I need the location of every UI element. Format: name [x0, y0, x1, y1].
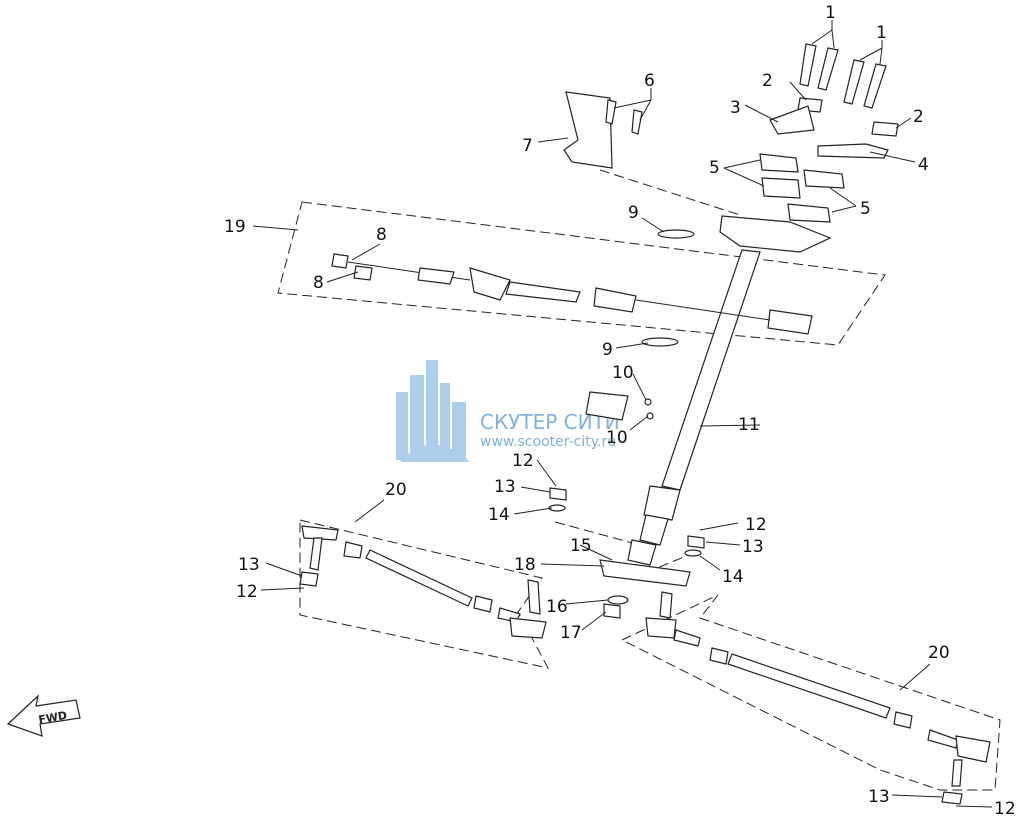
fwd-label: FWD — [37, 709, 68, 727]
spacer-2b — [871, 121, 899, 137]
tie-rod-right — [645, 591, 991, 805]
leader-lines — [252, 20, 993, 808]
label-4: 4 — [918, 155, 929, 175]
label-14: 14 — [722, 567, 744, 587]
label-2: 2 — [913, 107, 924, 127]
assembly-19-parts — [331, 253, 813, 335]
label-14: 14 — [488, 505, 510, 525]
label-9: 9 — [602, 340, 613, 360]
label-6: 6 — [644, 71, 655, 91]
label-13: 13 — [742, 537, 764, 557]
label-13: 13 — [868, 787, 890, 807]
label-5: 5 — [709, 158, 720, 178]
bolt-10a — [644, 398, 652, 406]
label-12: 12 — [236, 582, 258, 602]
handlebar-clamps — [759, 153, 845, 223]
label-10: 10 — [606, 428, 628, 448]
label-13: 13 — [494, 477, 516, 497]
label-1: 1 — [825, 3, 836, 23]
group-box-20-left — [299, 519, 549, 669]
washer-16 — [607, 595, 629, 605]
part-10-block — [585, 391, 629, 421]
watermark-logo: СКУТЕР СИТИ www.scooter-city.ru — [396, 360, 620, 462]
dash-fastener-14 — [554, 521, 641, 546]
label-7: 7 — [522, 136, 533, 156]
steering-column — [627, 249, 761, 566]
label-18: 18 — [514, 555, 536, 575]
label-17: 17 — [560, 623, 582, 643]
washer-9a — [657, 229, 695, 239]
label-16: 16 — [546, 597, 568, 617]
label-8: 8 — [313, 273, 324, 293]
group-box-19 — [277, 201, 886, 346]
bolt-10b — [646, 412, 654, 420]
label-20: 20 — [385, 480, 407, 500]
washer-9b — [641, 337, 679, 347]
bolt-6b — [631, 109, 643, 135]
pitman-arm-15 — [599, 559, 691, 587]
group-box-20-right — [620, 594, 1001, 791]
label-3: 3 — [730, 98, 741, 118]
fwd-arrow: FWD — [6, 694, 81, 737]
label-12: 12 — [994, 799, 1016, 819]
label-19: 19 — [224, 217, 246, 237]
label-8: 8 — [376, 225, 387, 245]
dash-bracket-7 — [599, 169, 741, 216]
nut-17 — [603, 603, 621, 619]
nut-13a — [549, 487, 567, 501]
bracket-3 — [769, 105, 815, 135]
bolt-6a — [605, 99, 617, 125]
label-12: 12 — [512, 451, 534, 471]
watermark-url: www.scooter-city.ru — [480, 434, 616, 450]
label-11: 11 — [738, 415, 760, 435]
label-5: 5 — [860, 199, 871, 219]
washer-14b — [684, 549, 702, 557]
nut-13b — [687, 535, 705, 549]
tie-rod-left — [299, 525, 547, 639]
label-10: 10 — [612, 363, 634, 383]
bracket-4 — [817, 143, 889, 159]
handlebar-mount-plate — [719, 215, 832, 253]
label-15: 15 — [570, 536, 592, 556]
label-12: 12 — [745, 515, 767, 535]
label-9: 9 — [628, 203, 639, 223]
label-1: 1 — [876, 23, 887, 43]
label-20: 20 — [928, 643, 950, 663]
label-13: 13 — [238, 555, 260, 575]
part-labels: 1 1 2 2 3 4 5 5 6 7 8 8 9 9 10 10 11 12 … — [224, 3, 1016, 819]
label-2: 2 — [762, 71, 773, 91]
bracket-7 — [563, 91, 613, 169]
handlebar-bolts — [799, 43, 887, 109]
